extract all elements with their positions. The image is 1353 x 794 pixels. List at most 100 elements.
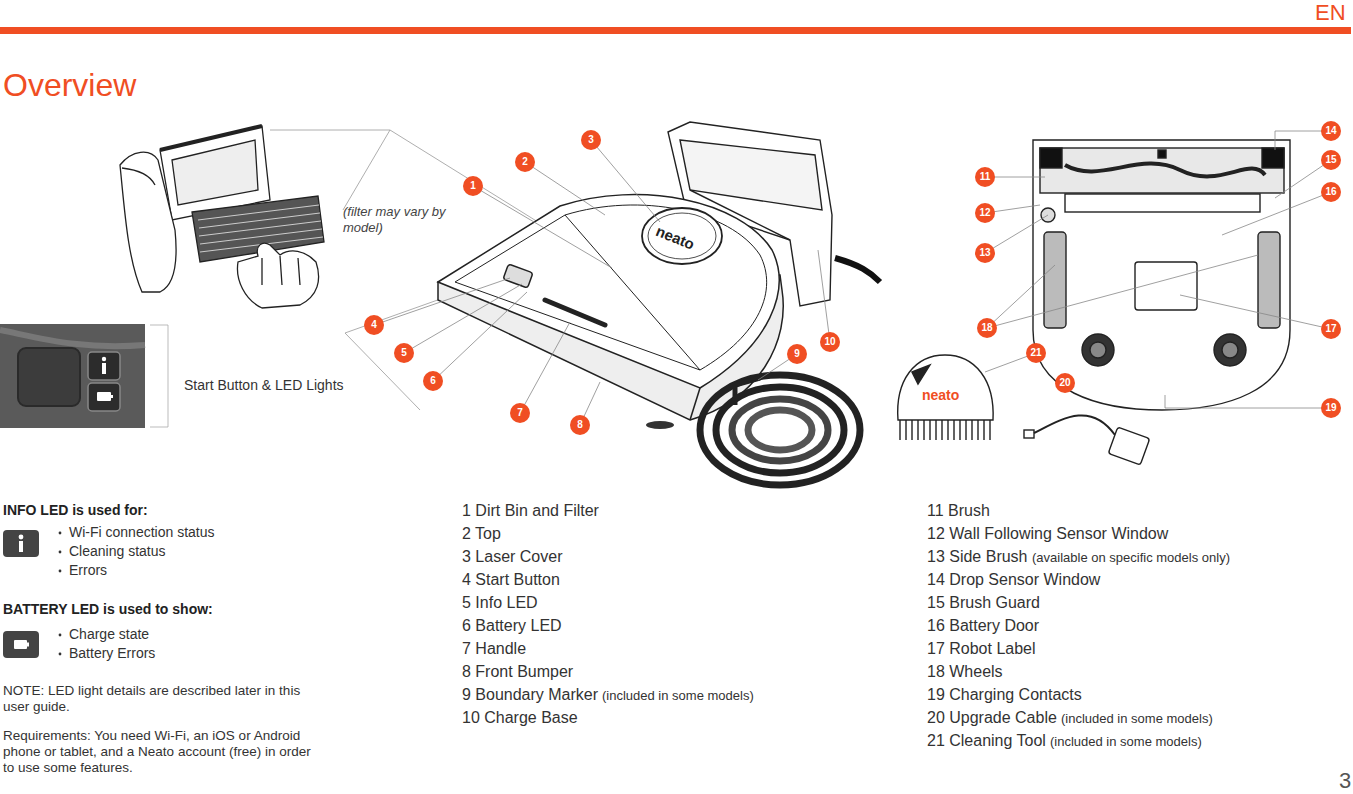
start-button-inset — [345, 333, 420, 410]
bullet-dot — [59, 532, 62, 535]
part-label: 13 Side Brush — [927, 547, 1028, 566]
inset-label: Start Button & LED Lights — [184, 377, 344, 394]
part-label: 12 Wall Following Sensor Window — [927, 524, 1168, 543]
callout-number: 1 — [463, 176, 483, 196]
battery-led-icon — [3, 631, 39, 658]
leader-line — [433, 292, 527, 381]
callout-number: 17 — [1321, 319, 1341, 339]
part-label: 11 Brush — [927, 501, 990, 520]
boundary-marker — [700, 375, 860, 485]
robot-top-view — [438, 195, 779, 388]
robot-top-view — [455, 205, 767, 370]
leader-line — [404, 284, 522, 353]
boundary-marker — [700, 375, 860, 485]
part-label: 19 Charging Contacts — [927, 685, 1082, 704]
list-heading: BATTERY LED is used to show: — [3, 601, 213, 618]
start-button-inset — [88, 383, 120, 411]
callout-number: 20 — [1055, 373, 1075, 393]
callout-number: 11 — [975, 167, 995, 187]
robot-bottom-view — [1082, 334, 1114, 366]
callout-number: 6 — [423, 371, 443, 391]
header-rule — [0, 27, 1351, 34]
part-note: (included in some models) — [1061, 711, 1213, 727]
robot-bottom-view — [1033, 140, 1290, 410]
part-label: 18 Wheels — [927, 662, 1003, 681]
battery-led-icon — [14, 640, 27, 649]
robot-top-view — [690, 388, 700, 420]
callout-number: 4 — [364, 315, 384, 335]
part-label: 3 Laser Cover — [462, 547, 563, 566]
leader-line — [1222, 192, 1331, 235]
list-item: Errors — [69, 562, 107, 579]
boundary-marker — [748, 410, 812, 450]
leader-line — [473, 186, 612, 268]
bullet-dot — [59, 532, 62, 656]
battery-led-icon — [3, 631, 39, 658]
callout-number: 15 — [1321, 150, 1341, 170]
callout-number: 8 — [570, 415, 590, 435]
filter-illustration — [343, 130, 390, 210]
robot-bottom-view — [1262, 148, 1284, 168]
leader-line — [525, 162, 605, 215]
filter-illustration — [172, 140, 258, 205]
callout-number: 16 — [1321, 182, 1341, 202]
upgrade-cable — [1024, 430, 1034, 438]
callout-number: 2 — [515, 152, 535, 172]
part-label: 9 Boundary Marker — [462, 685, 598, 704]
callout-number: 5 — [394, 343, 414, 363]
part-label: 7 Handle — [462, 639, 526, 658]
callout-number: 21 — [1026, 343, 1046, 363]
start-button-inset — [18, 348, 80, 406]
robot-bottom-view — [1040, 148, 1062, 168]
info-led-icon — [19, 535, 24, 540]
start-button-inset — [88, 352, 120, 380]
info-led-icon — [3, 530, 39, 557]
filter-illustration — [120, 152, 176, 292]
start-button-inset — [102, 363, 106, 374]
robot-bottom-view — [1044, 232, 1066, 328]
list-item: Charge state — [69, 626, 149, 643]
robot-bottom-view — [1065, 164, 1265, 177]
upgrade-cable — [1024, 415, 1150, 465]
part-label: 6 Battery LED — [462, 616, 562, 635]
bullet-dot — [59, 634, 62, 637]
leader-line — [1165, 395, 1331, 408]
part-label: 14 Drop Sensor Window — [927, 570, 1100, 589]
callout-number: 3 — [581, 130, 601, 150]
leader-line — [985, 215, 1048, 253]
leader-line — [374, 278, 510, 325]
callout-number: 7 — [510, 403, 530, 423]
part-label: 17 Robot Label — [927, 639, 1036, 658]
page-title: Overview — [3, 66, 136, 104]
leader-line — [818, 250, 830, 342]
part-label: 2 Top — [462, 524, 501, 543]
start-button-inset — [111, 395, 113, 398]
brand-logo: neato — [922, 387, 959, 404]
part-label: 4 Start Button — [462, 570, 560, 589]
callout-number: 18 — [977, 318, 997, 338]
start-button-inset — [0, 324, 145, 428]
cleaning-tool — [898, 355, 993, 440]
filter-illustration — [270, 130, 390, 131]
filter-illustration — [262, 256, 300, 285]
part-note: (included in some models) — [1050, 734, 1202, 750]
part-label: 8 Front Bumper — [462, 662, 573, 681]
info-led-icon — [3, 530, 39, 557]
part-label: 16 Battery Door — [927, 616, 1039, 635]
bullet-dot — [59, 653, 62, 656]
part-label: 21 Cleaning Tool — [927, 731, 1046, 750]
upgrade-cable — [1108, 427, 1150, 465]
upgrade-cable — [1034, 415, 1115, 435]
robot-bottom-view — [1033, 140, 1290, 410]
note-text: Requirements: You need Wi-Fi, an iOS or … — [3, 728, 318, 777]
header-rule — [0, 27, 1351, 34]
leader-line — [987, 255, 1258, 328]
bullet-dot — [59, 551, 62, 554]
list-heading: INFO LED is used for: — [3, 502, 148, 519]
cleaning-tool — [912, 365, 930, 384]
part-label: 5 Info LED — [462, 593, 538, 612]
page-number: 3 — [1339, 768, 1351, 794]
robot-bottom-view — [1090, 342, 1106, 358]
leader-line — [374, 131, 1331, 425]
